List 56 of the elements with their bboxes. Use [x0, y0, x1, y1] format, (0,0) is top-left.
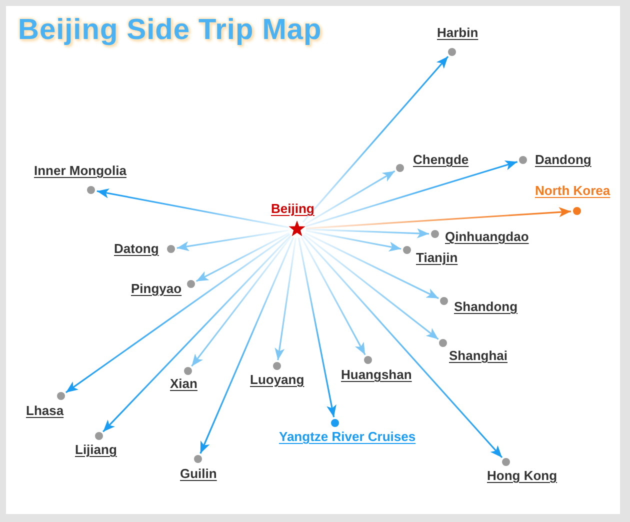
destination-marker: [403, 246, 458, 266]
arrow: [65, 234, 290, 394]
destination-marker: [396, 152, 469, 172]
arrow: [298, 238, 336, 418]
arrow: [102, 234, 292, 432]
place-name: Shanghai: [449, 348, 508, 364]
arrow: [304, 234, 439, 340]
destination-marker: [439, 339, 508, 364]
place-name: Dandong: [535, 152, 592, 168]
destination-marker: [131, 280, 195, 297]
arrow: [191, 236, 292, 367]
destination-marker: [114, 241, 175, 257]
place-name: Guilin: [180, 466, 217, 482]
place-name: Inner Mongolia: [34, 163, 126, 179]
arrow: [306, 228, 430, 238]
destination-marker: [75, 432, 117, 458]
arrow: [196, 232, 290, 282]
destination-marker: [279, 419, 416, 445]
arrow: [96, 188, 288, 228]
place-name: Lhasa: [26, 403, 64, 419]
arrow: [304, 232, 439, 300]
destination-marker: [34, 163, 126, 194]
arrow: [302, 56, 449, 223]
arrow: [274, 238, 296, 360]
destination-marker: [535, 183, 610, 215]
place-name: Yangtze River Cruises: [279, 429, 416, 445]
origin-marker: [271, 201, 314, 238]
arrow: [176, 230, 288, 252]
destination-marker: [437, 25, 478, 56]
place-name: Harbin: [437, 25, 478, 41]
place-name: Tianjin: [416, 250, 458, 266]
place-name: North Korea: [535, 183, 610, 199]
arrow: [300, 236, 366, 356]
arrow: [306, 230, 402, 252]
destination-marker: [519, 152, 591, 168]
place-name: Lijiang: [75, 442, 117, 458]
arrow: [306, 207, 572, 230]
map-title: Beijing Side Trip Map: [18, 14, 322, 47]
place-name: Qinhuangdao: [445, 229, 529, 245]
destination-marker: [250, 362, 304, 388]
arrow: [302, 235, 503, 458]
place-name: Luoyang: [250, 372, 304, 388]
destination-marker: [341, 356, 412, 383]
destination-marker: [440, 297, 518, 315]
place-name: Beijing: [271, 201, 314, 217]
place-name: Chengde: [413, 152, 469, 168]
place-name: Hong Kong: [487, 468, 558, 484]
destination-marker: [487, 458, 557, 484]
arrow: [305, 160, 518, 228]
place-name: Datong: [114, 241, 159, 257]
arrow: [200, 236, 294, 454]
place-name: Shandong: [454, 299, 518, 315]
place-name: Pingyao: [131, 281, 182, 297]
place-name: Xian: [170, 376, 198, 392]
place-name: Huangshan: [341, 367, 412, 383]
arrow: [304, 170, 396, 226]
